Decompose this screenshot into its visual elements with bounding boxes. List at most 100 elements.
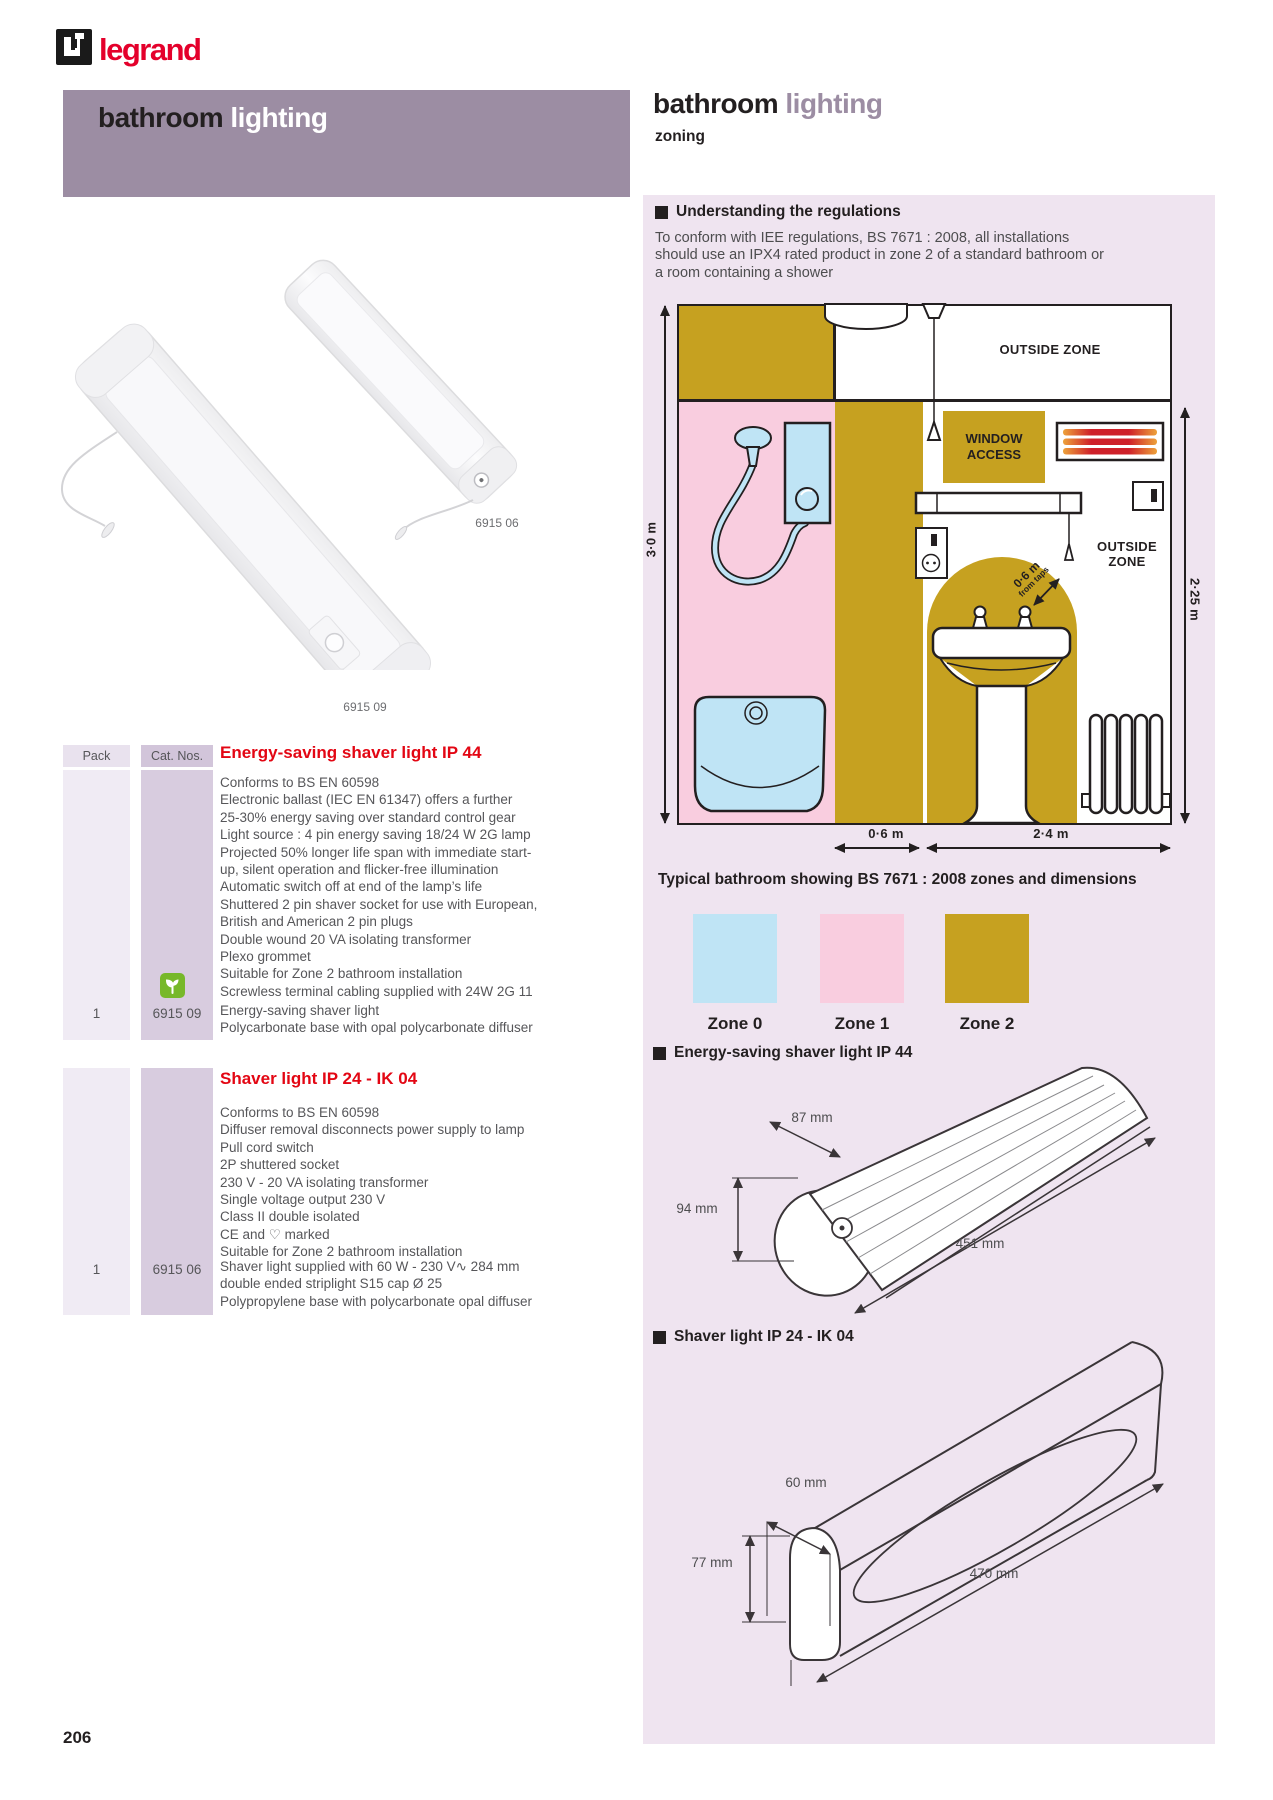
row-desc-line: Energy-saving shaver light bbox=[220, 1003, 380, 1018]
row-desc-line: Shaver light supplied with 60 W - 230 V∿… bbox=[220, 1259, 520, 1274]
product1-pack-qty: 1 bbox=[92, 1006, 101, 1021]
feature-line: Suitable for Zone 2 bathroom installatio… bbox=[220, 1244, 463, 1260]
left-banner-title: bathroom lighting bbox=[98, 102, 328, 134]
product1-cat-no: 6915 09 bbox=[152, 1006, 202, 1021]
outside-zone-label-top: OUTSIDE ZONE bbox=[999, 342, 1101, 357]
bullet-square-icon bbox=[653, 1330, 666, 1344]
product1-features: Conforms to BS EN 60598 Electronic balla… bbox=[220, 774, 634, 1000]
product1-row-desc: Energy-saving shaver light Polycarbonate… bbox=[220, 1002, 634, 1037]
right-section-subtitle: zoning bbox=[655, 128, 705, 145]
zone1-area bbox=[679, 402, 835, 823]
legend-label-zone2: Zone 2 bbox=[959, 1014, 1015, 1033]
feature-line: Automatic switch off at end of the lamp’… bbox=[220, 879, 483, 895]
drawing1-heading-text: Energy-saving shaver light IP 44 bbox=[674, 1044, 913, 1061]
feature-line: Shuttered 2 pin shaver socket for use wi… bbox=[220, 896, 538, 912]
right-title-word1: bathroom bbox=[653, 88, 779, 119]
window-access-line1: WINDOW bbox=[965, 431, 1023, 446]
zone2-width-label: 0·6 m bbox=[868, 826, 904, 841]
photo-label-6915-09: 6915 09 bbox=[343, 700, 387, 714]
drawing2-height-label: 77 mm bbox=[691, 1555, 733, 1570]
feature-line: Diffuser removal disconnects power suppl… bbox=[220, 1122, 525, 1138]
feature-line: up, silent operation and flicker-free il… bbox=[220, 862, 499, 878]
left-section-banner bbox=[63, 90, 630, 197]
drawing1-length-label: 451 mm bbox=[955, 1236, 1005, 1251]
row-desc-line: Polypropylene base with polycarbonate op… bbox=[220, 1293, 532, 1309]
feature-line: Conforms to BS EN 60598 bbox=[220, 775, 380, 790]
outside-zone-label-right: OUTSIDE ZONE bbox=[1067, 539, 1187, 569]
drawing1-line-art bbox=[732, 1066, 1156, 1314]
feature-line: Double wound 20 VA isolating transformer bbox=[220, 931, 472, 947]
photo-shaver-light-6915-06 bbox=[284, 259, 518, 504]
brand-logo-text: legrand bbox=[99, 32, 200, 67]
dim-87mm-arrow bbox=[769, 1121, 841, 1158]
feature-line: Suitable for Zone 2 bathroom installatio… bbox=[220, 966, 463, 982]
feature-line: Plexo grommet bbox=[220, 949, 311, 965]
bullet-square-icon bbox=[653, 1046, 666, 1060]
product-photos bbox=[60, 259, 518, 670]
window-access-box: WINDOW ACCESS bbox=[943, 411, 1045, 483]
regulations-heading: Understanding the regulations bbox=[655, 203, 901, 221]
outside-zone-right-line2: ZONE bbox=[1108, 554, 1146, 569]
drawing2-heading: Shaver light IP 24 - IK 04 bbox=[653, 1328, 854, 1346]
outside-width-label: 2·4 m bbox=[1033, 826, 1069, 841]
feature-line: British and American 2 pin plugs bbox=[220, 914, 413, 930]
photo-label-6915-06: 6915 06 bbox=[475, 516, 519, 530]
feature-line: 230 V - 20 VA isolating transformer bbox=[220, 1174, 429, 1190]
regulations-line: To conform with IEE regulations, BS 7671… bbox=[655, 230, 1070, 246]
window-access-line2: ACCESS bbox=[966, 447, 1022, 462]
pack-column-header: Pack bbox=[63, 745, 130, 767]
right-section-title: bathroom lighting bbox=[653, 88, 883, 120]
regulations-heading-text: Understanding the regulations bbox=[676, 203, 901, 220]
drawing2-heading-text: Shaver light IP 24 - IK 04 bbox=[674, 1328, 854, 1345]
regulations-line: should use an IPX4 rated product in zone… bbox=[655, 247, 1104, 264]
feature-line: 25-30% energy saving over standard contr… bbox=[220, 809, 516, 825]
room-height-label: 3·0 m bbox=[643, 521, 659, 558]
regulations-paragraph: To conform with IEE regulations, BS 7671… bbox=[655, 230, 1207, 282]
zone-boundary-vertical bbox=[833, 306, 836, 399]
catnos-header-label: Cat. Nos. bbox=[150, 749, 204, 763]
banner-word-lighting: lighting bbox=[223, 102, 328, 133]
feature-line: Light source : 4 pin energy saving 18/24… bbox=[220, 827, 531, 843]
feature-line: Class II double isolated bbox=[220, 1209, 360, 1225]
eco-leaf-icon bbox=[160, 973, 185, 998]
outside-zone-right-line1: OUTSIDE bbox=[1097, 539, 1157, 554]
pull-cord-photo-left bbox=[60, 431, 118, 527]
legend-swatch-zone2 bbox=[945, 914, 1029, 1003]
zone2-area-top bbox=[679, 306, 835, 401]
bathroom-zone-diagram: WINDOW ACCESS bbox=[635, 296, 1220, 866]
feature-line: Pull cord switch bbox=[220, 1139, 314, 1155]
feature-line: Projected 50% longer life span with imme… bbox=[220, 844, 532, 860]
product1-title: Energy-saving shaver light IP 44 bbox=[220, 743, 482, 762]
product2-title: Shaver light IP 24 - IK 04 bbox=[220, 1069, 418, 1088]
feature-line: Electronic ballast (IEC EN 61347) offers… bbox=[220, 792, 513, 808]
row-desc-line: double ended striplight S15 cap Ø 25 bbox=[220, 1276, 443, 1292]
catnos-column-header: Cat. Nos. bbox=[141, 745, 213, 767]
product2-row-desc: Shaver light supplied with 60 W - 230 V∿… bbox=[220, 1258, 634, 1310]
legend-swatch-zone1 bbox=[820, 914, 904, 1003]
product2-cat-no: 6915 06 bbox=[152, 1262, 202, 1277]
drawing2-depth-label: 60 mm bbox=[785, 1475, 827, 1490]
drawing1-depth-label: 87 mm bbox=[791, 1110, 833, 1125]
catnos-column-product1 bbox=[141, 770, 213, 1040]
dim-451mm-arrow bbox=[854, 1137, 1156, 1314]
banner-word-bathroom: bathroom bbox=[98, 102, 224, 133]
feature-line: Single voltage output 230 V bbox=[220, 1192, 386, 1208]
product2-pack-qty: 1 bbox=[92, 1262, 101, 1277]
feature-line: CE and ♡ marked bbox=[220, 1226, 330, 1242]
zone-height-label: 2·25 m bbox=[1187, 578, 1203, 621]
zone-boundary-horizontal bbox=[679, 399, 1170, 402]
feature-line: 2P shuttered socket bbox=[220, 1157, 340, 1173]
drawing2-length-label: 470 mm bbox=[969, 1566, 1019, 1581]
feature-line: Screwless terminal cabling supplied with… bbox=[220, 983, 533, 999]
drawing2-line-art bbox=[742, 1341, 1164, 1686]
legend-label-zone1: Zone 1 bbox=[834, 1014, 890, 1033]
row-desc-line: Polycarbonate base with opal polycarbona… bbox=[220, 1020, 533, 1036]
pack-header-label: Pack bbox=[82, 749, 111, 763]
legend-swatch-zone0 bbox=[693, 914, 777, 1003]
legrand-logo-icon: legrand bbox=[56, 29, 202, 67]
pack-column-product1 bbox=[63, 770, 130, 1040]
regulations-line: a room containing a shower bbox=[655, 264, 834, 281]
drawing1-height-label: 94 mm bbox=[676, 1201, 718, 1216]
right-title-word2: lighting bbox=[778, 88, 883, 119]
